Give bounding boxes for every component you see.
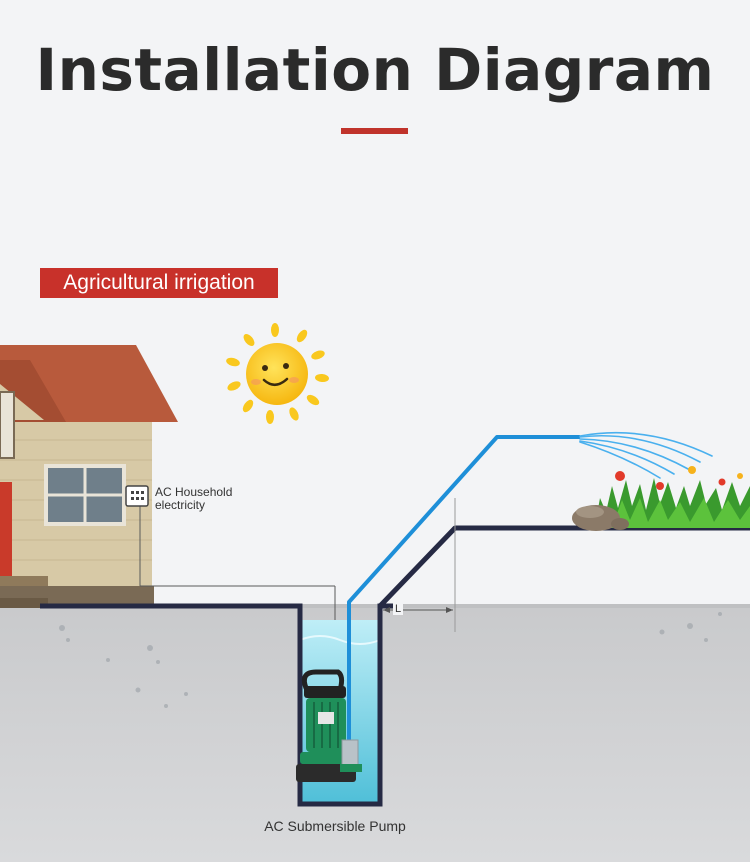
electricity-label-line2: electricity bbox=[155, 498, 206, 512]
rock-icon bbox=[572, 505, 629, 531]
section-tag: Agricultural irrigation bbox=[40, 268, 278, 298]
pump-icon bbox=[296, 669, 362, 782]
house-icon bbox=[0, 345, 178, 608]
water-pipe bbox=[347, 435, 580, 760]
sun-icon bbox=[226, 323, 329, 424]
pump-label: AC Submersible Pump bbox=[264, 818, 406, 834]
title-underline bbox=[341, 128, 408, 134]
ground-outline bbox=[378, 525, 750, 608]
electricity-label-line1: AC Household bbox=[155, 485, 233, 499]
water-spray bbox=[579, 431, 713, 479]
electricity-label: AC Household electricity bbox=[155, 486, 265, 512]
page-title: Installation Diagram bbox=[35, 36, 715, 104]
socket-icon bbox=[125, 485, 149, 507]
garden-icon bbox=[596, 466, 750, 528]
distance-label: L bbox=[393, 603, 404, 615]
